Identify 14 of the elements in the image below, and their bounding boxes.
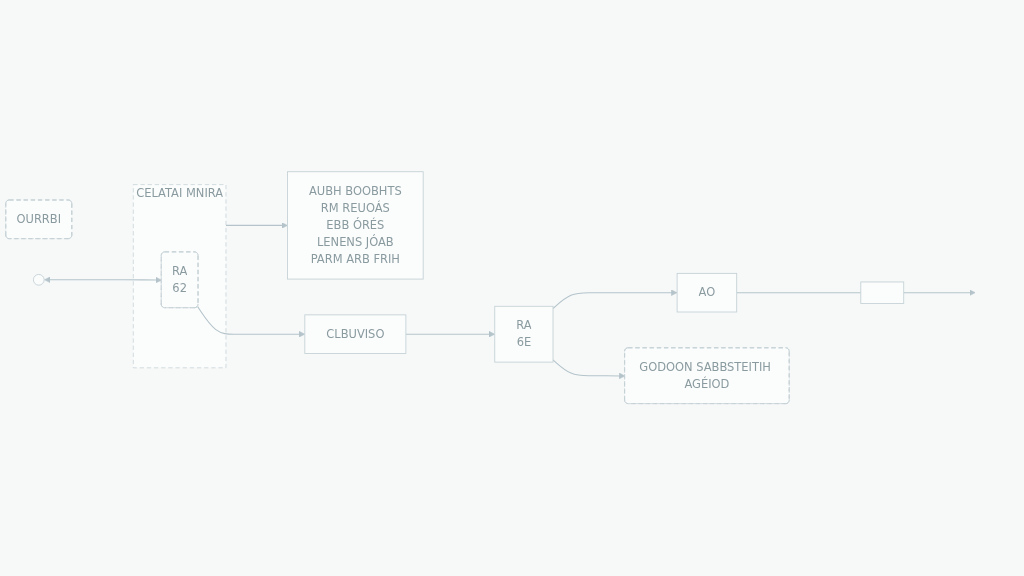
node-box: RA 6E — [494, 306, 554, 363]
arrow — [405, 331, 496, 338]
arrow — [903, 289, 976, 297]
node-box: CLBUVISO — [304, 314, 407, 355]
node-picture — [860, 281, 905, 305]
node-box: AUBH BOOBHTS RM REUOÁS EBB ÓRÉS LENENS JÓAB PARM ARB FRIH — [287, 171, 424, 280]
arrow — [552, 359, 626, 380]
node-circle — [32, 274, 45, 286]
connector — [736, 292, 862, 294]
arrow — [44, 277, 162, 284]
arrow — [225, 222, 288, 229]
arrow — [197, 306, 306, 338]
node-box: AO — [676, 273, 738, 313]
arrow — [552, 289, 678, 310]
